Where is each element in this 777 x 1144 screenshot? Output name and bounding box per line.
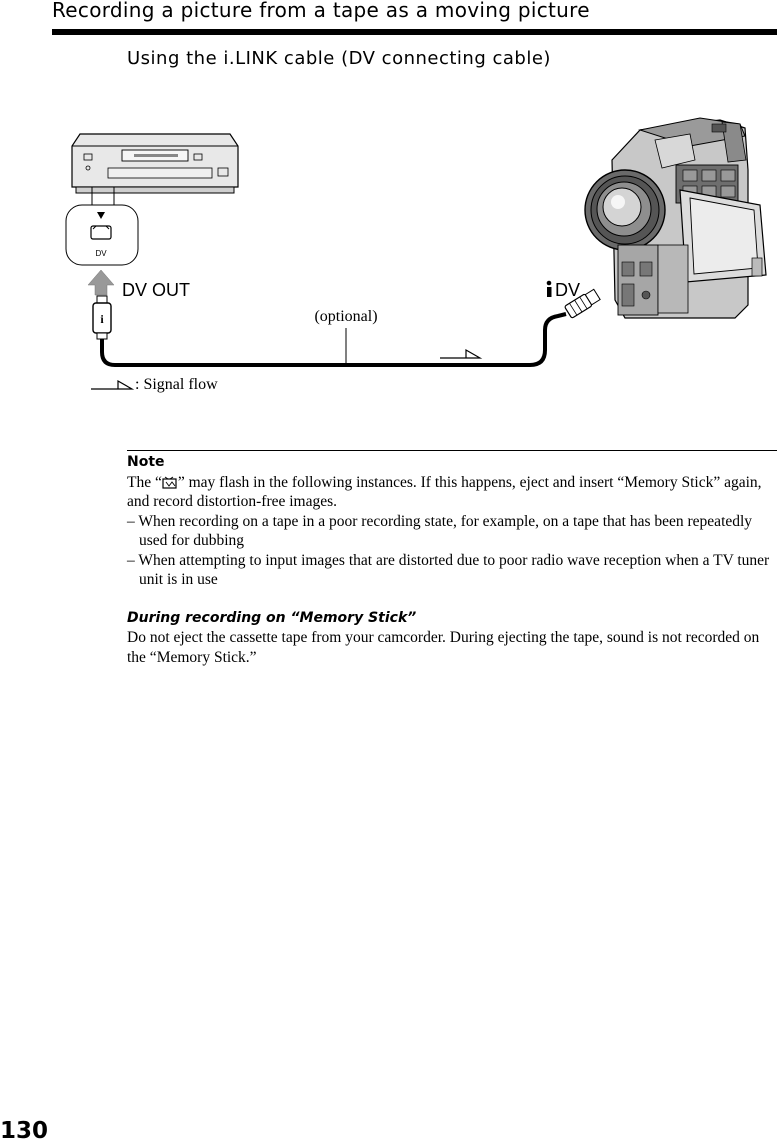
- note-text: The “” may flash in the following instan…: [127, 473, 775, 512]
- signal-flow-legend-icon: [91, 379, 135, 390]
- note-text-end: ” may flash in the following instances. …: [127, 473, 762, 511]
- dv-out-label: DV OUT: [122, 280, 190, 300]
- optional-label: (optional): [314, 308, 377, 325]
- spacer: [127, 590, 775, 609]
- connection-diagram: DV DV OUT i (optional) DV: [65, 117, 767, 393]
- during-heading: During recording on “Memory Stick”: [127, 609, 417, 626]
- note-heading: Note: [127, 454, 165, 470]
- during-text: Do not eject the cassette tape from your…: [127, 629, 760, 666]
- distorted-picture-icon: [162, 476, 177, 489]
- note-item: – When recording on a tape in a poor rec…: [127, 512, 753, 550]
- note-item: – When attempting to input images that a…: [127, 551, 770, 589]
- vcr-dv-port-callout: DV: [65, 204, 139, 266]
- svg-text:i: i: [100, 312, 104, 326]
- page-number: 130: [0, 1118, 49, 1144]
- cable-plug-icon: i: [92, 295, 112, 340]
- note-section: Note The “” may flash in the following i…: [127, 453, 775, 667]
- section-title: Recording a picture from a tape as a mov…: [52, 0, 590, 22]
- camcorder-icon: [584, 117, 767, 319]
- title-rule: [52, 29, 777, 35]
- note-text-start: The “: [127, 473, 162, 491]
- signal-flow-label: : Signal flow: [135, 376, 218, 393]
- vcr-icon: [71, 133, 239, 194]
- ilink-icon: [546, 280, 552, 297]
- signal-flow-arrow-icon: [440, 348, 483, 359]
- camcorder-port-label: DV: [555, 280, 580, 300]
- vcr-port-label: DV: [95, 249, 107, 258]
- subtitle: Using the i.LINK cable (DV connecting ca…: [127, 48, 551, 69]
- cable-plug-right-icon: [564, 288, 601, 319]
- note-rule: [127, 450, 777, 451]
